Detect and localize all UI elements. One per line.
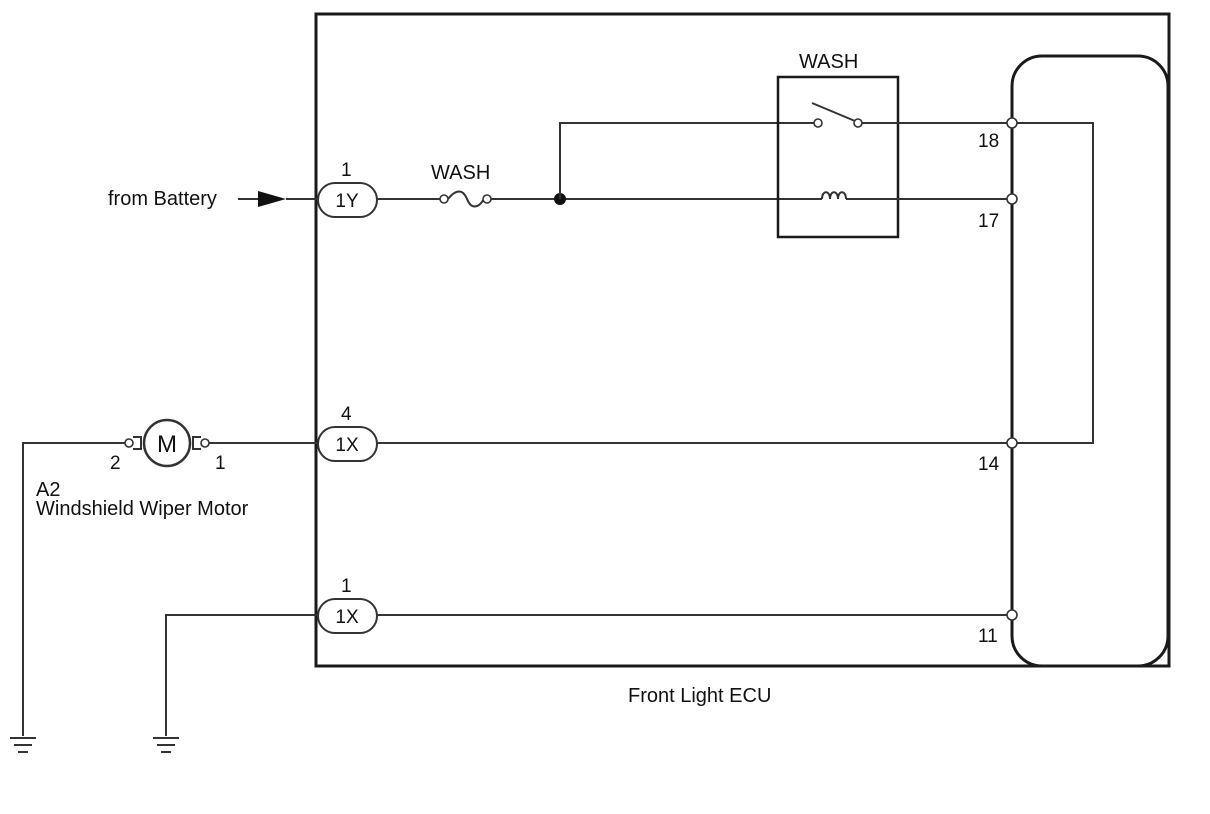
- ecu-terminals: 18 17 14 11: [978, 117, 1018, 647]
- connector-1x-pin4-id: 1X: [335, 435, 359, 456]
- motor-pin-right: 1: [215, 453, 226, 474]
- relay-label: WASH: [799, 51, 858, 73]
- ecu-terminal-11-label: 11: [978, 626, 998, 647]
- ecu-terminal-11: [1006, 609, 1018, 621]
- ecu-terminal-18-label: 18: [978, 131, 999, 152]
- connector-1y: 1 1Y: [317, 160, 378, 218]
- wash-relay: WASH: [776, 51, 900, 239]
- ecu-name: Front Light ECU: [628, 685, 771, 707]
- connector-1x-pin4: 4 1X: [317, 404, 378, 462]
- battery-feed: from Battery: [108, 188, 318, 210]
- ecu-terminal-14: [1006, 437, 1018, 449]
- motor-pin-left: 2: [110, 453, 121, 474]
- battery-arrow-icon: [258, 191, 286, 207]
- connector-1x-pin4-pin: 4: [341, 404, 352, 425]
- windshield-wiper-motor: M 2 1 A2 Windshield Wiper Motor: [22, 418, 249, 736]
- front-light-ecu-box: [1010, 54, 1170, 668]
- ground-icon: [153, 737, 179, 753]
- fuse-label: WASH: [431, 162, 490, 184]
- connector-1x-pin1-pin: 1: [341, 576, 352, 597]
- motor-code: A2: [36, 479, 60, 501]
- battery-label: from Battery: [108, 188, 217, 210]
- relay-switch-blade-icon: [811, 102, 856, 122]
- ground-icon: [10, 737, 36, 753]
- relay-switch-contact-icon: [813, 118, 823, 128]
- relay-coil-icon: [821, 191, 847, 200]
- ecu-terminal-18: [1006, 117, 1018, 129]
- fuse-icon: [447, 190, 485, 208]
- connector-1y-pin: 1: [341, 160, 352, 181]
- ecu-terminal-14-label: 14: [978, 454, 1000, 475]
- ecu-terminal-17-label: 17: [978, 211, 999, 232]
- wash-fuse: WASH: [431, 162, 492, 208]
- motor-name: Windshield Wiper Motor: [36, 498, 249, 520]
- motor-icon: [142, 418, 192, 468]
- connector-1x-pin1-id: 1X: [335, 607, 359, 628]
- connector-1x-pin1: 1 1X: [317, 576, 378, 634]
- connector-1y-id: 1Y: [335, 191, 359, 212]
- ecu-terminal-17: [1006, 193, 1018, 205]
- junction-block-frame: [314, 12, 1171, 668]
- motor-symbol: M: [157, 431, 177, 458]
